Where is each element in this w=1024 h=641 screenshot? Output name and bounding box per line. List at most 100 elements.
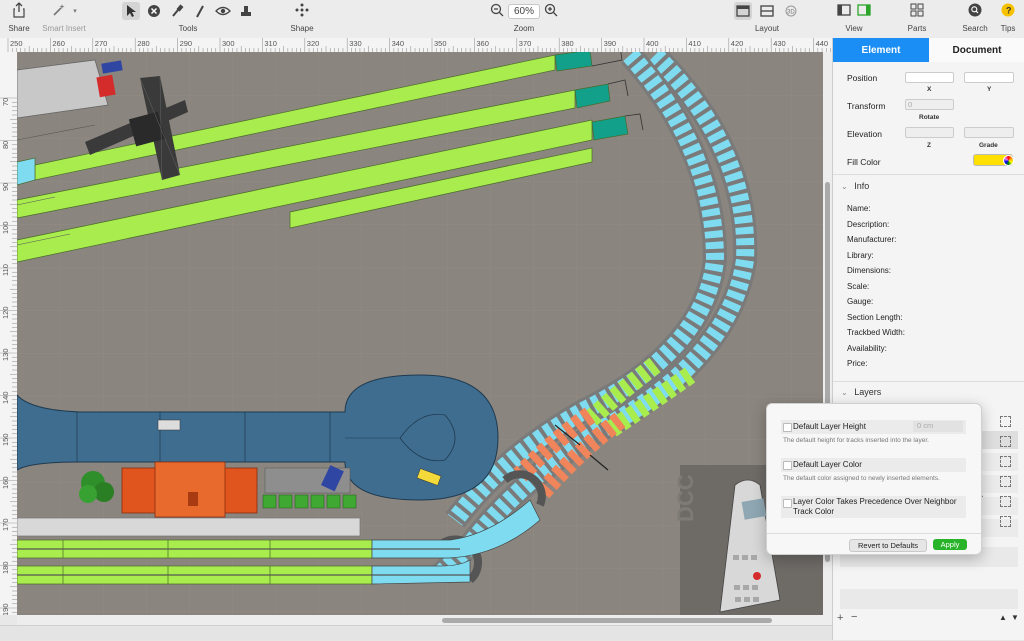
position-x-field[interactable]	[905, 72, 954, 83]
ruler-label: 180	[1, 560, 10, 574]
ruler-label: 80	[1, 140, 10, 149]
water-loop[interactable]	[17, 374, 499, 501]
ruler-label: 330	[349, 39, 362, 48]
3d-view-icon[interactable]: 3D	[782, 2, 800, 20]
split-window-icon[interactable]	[758, 2, 776, 20]
arrow-pointer-icon[interactable]	[121, 2, 140, 20]
vertical-scrollbar[interactable]	[823, 52, 832, 615]
ruler-label: 320	[306, 39, 320, 48]
default-layer-height-row[interactable]: Default Layer Height 0 cm	[781, 420, 966, 434]
remove-layer-icon[interactable]: −	[851, 611, 858, 623]
warehouse-building[interactable]	[17, 59, 123, 119]
horizontal-scrollbar[interactable]	[17, 615, 832, 625]
shape-button[interactable]: Shape	[284, 0, 320, 33]
ruler-label: 390	[603, 39, 617, 48]
svg-text:?: ?	[1006, 5, 1012, 15]
grade-field[interactable]	[964, 127, 1014, 138]
window-icon[interactable]	[734, 2, 752, 20]
tips-button[interactable]: ? Tips	[996, 0, 1020, 33]
revert-to-defaults-button[interactable]: Revert to Defaults	[849, 539, 927, 552]
lightbulb-icon: ?	[1001, 3, 1015, 20]
ruler-label: 300	[222, 39, 235, 48]
layer-visibility-box[interactable]	[1000, 516, 1011, 527]
info-section-header[interactable]: ⌄ Info	[841, 181, 869, 191]
layer-color-precedence-label: Layer Color Takes Precedence Over Neighb…	[793, 497, 957, 516]
info-row-label: Section Length:	[847, 312, 903, 322]
ruler-label: 290	[179, 39, 193, 48]
chevron-down-icon: ⌄	[841, 182, 848, 191]
ruler-label: 270	[94, 39, 108, 48]
ruler-label: 410	[688, 39, 701, 48]
layout-canvas[interactable]: DCC	[17, 52, 823, 615]
parts-grid-icon	[910, 3, 924, 20]
brush-icon[interactable]	[168, 2, 186, 20]
ruler-label: 140	[1, 390, 10, 404]
default-layer-height-value[interactable]: 0 cm	[913, 421, 963, 432]
layer-visibility-box[interactable]	[1000, 496, 1011, 507]
track-end-curve-upper[interactable]	[502, 470, 546, 507]
layer-color-precedence-row[interactable]: Layer Color Takes Precedence Over Neighb…	[781, 496, 966, 518]
zoom-out-icon[interactable]	[490, 3, 504, 20]
add-layer-icon[interactable]: +	[837, 612, 844, 624]
default-layer-color-row[interactable]: Default Layer Color	[781, 458, 966, 472]
smart-insert-button[interactable]: ▾ Smart Insert	[38, 0, 90, 33]
stamp-icon[interactable]	[237, 2, 255, 20]
layer-visibility-box[interactable]	[1000, 456, 1011, 467]
town-block[interactable]	[79, 461, 357, 518]
default-layer-color-desc: The default color assigned to newly inse…	[783, 475, 940, 482]
horizontal-scroll-thumb[interactable]	[442, 618, 772, 623]
move-layer-up-icon[interactable]: ▲	[999, 613, 1007, 622]
ruler-label: 350	[434, 39, 447, 48]
elevation-label: Elevation	[847, 129, 882, 139]
sidebar-right-icon[interactable]	[857, 3, 871, 19]
default-layer-color-checkbox[interactable]	[783, 461, 792, 470]
crane[interactable]	[85, 75, 188, 181]
curved-mainline[interactable]	[431, 52, 758, 584]
vertical-scroll-thumb[interactable]	[825, 182, 830, 562]
default-layer-height-checkbox[interactable]	[783, 423, 792, 432]
ruler-label: 440	[815, 39, 829, 48]
ruler-label: 70	[1, 97, 10, 106]
layers-title: Layers	[854, 387, 882, 397]
default-layer-color-label: Default Layer Color	[793, 460, 862, 469]
parts-button[interactable]: Parts	[902, 0, 932, 33]
layer-row[interactable]	[840, 589, 1018, 609]
ruler-label: 310	[264, 39, 277, 48]
info-row-label: Gauge:	[847, 297, 874, 306]
elevation-z-field[interactable]	[905, 127, 954, 138]
ruler-label: 430	[773, 39, 786, 48]
layout-group: 3D Layout	[730, 0, 804, 33]
layers-section-header[interactable]: ⌄ Layers	[841, 387, 881, 397]
ruler-label: 150	[1, 433, 10, 446]
color-wheel-icon[interactable]	[1003, 155, 1014, 166]
info-row-label: Dimensions:	[847, 266, 892, 275]
rotate-field[interactable]: 0	[905, 99, 954, 110]
position-y-field[interactable]	[964, 72, 1014, 83]
default-layer-height-label: Default Layer Height	[793, 422, 866, 431]
pencil-icon[interactable]	[191, 2, 209, 20]
layer-visibility-box[interactable]	[1000, 476, 1011, 487]
move-layer-down-icon[interactable]: ▼	[1011, 613, 1019, 622]
shape-label: Shape	[290, 24, 314, 33]
tab-document[interactable]: Document	[929, 38, 1024, 62]
ruler-label: 420	[730, 39, 744, 48]
sidebar-left-icon[interactable]	[837, 3, 851, 19]
tools-label: Tools	[178, 24, 198, 33]
tab-element[interactable]: Element	[833, 38, 929, 62]
eye-icon[interactable]	[214, 2, 232, 20]
zoom-value[interactable]: 60%	[507, 3, 540, 19]
apply-button[interactable]: Apply	[933, 539, 967, 550]
layer-visibility-box[interactable]	[1000, 416, 1011, 427]
view-group: View	[832, 0, 876, 33]
bottom-tracks[interactable]	[17, 499, 541, 585]
info-row-label: Availability:	[847, 343, 887, 353]
share-button[interactable]: Share	[6, 0, 32, 33]
layer-visibility-box[interactable]	[1000, 436, 1011, 447]
search-button[interactable]: Search	[960, 0, 990, 33]
info-row-label: Library:	[847, 250, 874, 260]
zoom-in-icon[interactable]	[544, 3, 558, 20]
tools-group: Tools	[116, 0, 260, 33]
delete-icon[interactable]	[145, 2, 163, 20]
layer-color-precedence-checkbox[interactable]	[783, 499, 792, 508]
status-bar	[0, 625, 1024, 641]
